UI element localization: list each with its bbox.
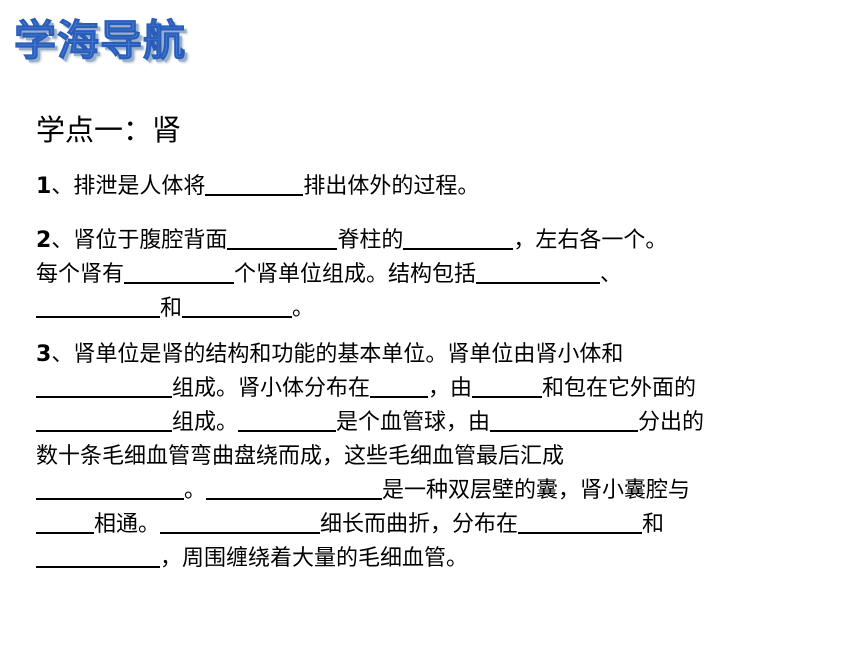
blank [124,258,235,284]
text: 、排泄是人体将 [51,174,206,199]
item-number: 1 [36,174,52,199]
text: 是个血管球，由 [336,410,491,435]
blank [472,372,543,398]
text: 。 [184,478,207,503]
blank [36,542,160,568]
section-title: 学点一：肾 [36,113,182,147]
blank [205,170,304,196]
blank [476,258,601,284]
text: 组成。 [172,410,239,435]
text: 是一种双层壁的囊，肾小囊腔与 [382,478,691,503]
item-number: 2 [36,228,52,253]
blank [206,474,383,500]
text: 数十条毛细血管弯曲盘绕而成，这些毛细血管最后汇成 [36,444,565,469]
item-1: 1、排泄是人体将 排出体外的过程。 [36,170,836,204]
blank [403,224,514,250]
blank [160,508,321,534]
text: 。 [292,296,315,321]
text: 和 [642,512,665,537]
text: 每个肾有 [36,262,125,287]
item-2: 2、肾位于腹腔背面 脊柱的 ，左右各一个。每个肾有 个肾单位组成。结构包括 、和 。 [36,224,836,326]
item-3: 3、肾单位是肾的结构和功能的基本单位。肾单位由肾小体和组成。肾小体分布在 ，由 和包… [36,338,836,576]
blank [490,406,639,432]
blank [227,224,338,250]
text: 、肾位于腹腔背面 [51,228,228,253]
text: 分出的 [638,410,705,435]
text: 细长而曲折，分布在 [320,512,519,537]
text: 排出体外的过程。 [303,174,480,199]
item-number: 3 [36,342,52,367]
blank [36,474,184,500]
text: 和 [160,296,183,321]
blank [36,292,160,318]
blank [36,406,172,432]
text: 、肾单位是肾的结构和功能的基本单位。肾单位由肾小体和 [51,342,624,367]
text: 相通。 [94,512,161,537]
blank [182,292,293,318]
blank [36,508,94,534]
text: 和包在它外面的 [542,376,697,401]
text: ，由 [428,376,473,401]
text: 组成。肾小体分布在 [172,376,371,401]
blank [36,372,172,398]
text: ，左右各一个。 [513,228,668,253]
text: 个肾单位组成。结构包括 [234,262,477,287]
text: 、 [600,262,623,287]
banner-title: 学海导航 [13,16,187,65]
text: ，周围缠绕着大量的毛细血管。 [160,546,469,571]
blank [238,406,337,432]
blank [370,372,429,398]
blank [518,508,643,534]
text: 脊柱的 [337,228,404,253]
